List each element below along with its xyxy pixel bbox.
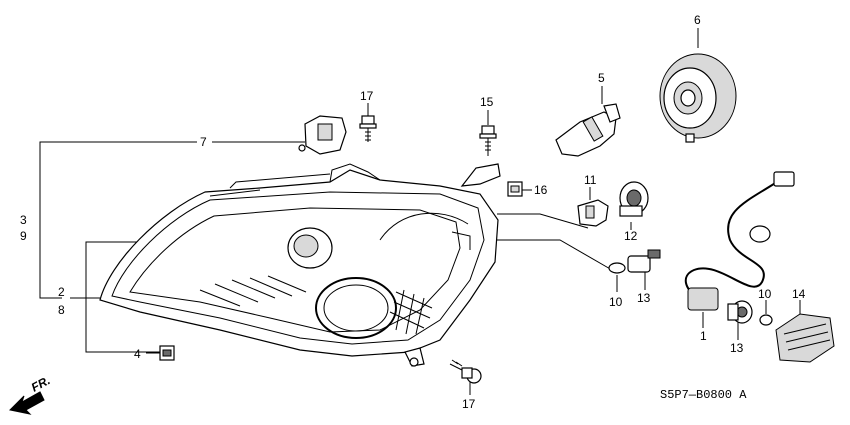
socket-13-lower — [727, 300, 753, 324]
callout-11: 11 — [584, 173, 597, 187]
clip-nut-4 — [159, 345, 175, 361]
callout-5: 5 — [598, 71, 605, 85]
callout-13-lower: 13 — [730, 341, 744, 355]
callout-labels: 1 2 3 4 5 6 7 8 9 10 10 11 12 13 13 14 1… — [20, 13, 806, 411]
callout-9: 9 — [20, 229, 27, 243]
dust-cover — [659, 53, 737, 143]
bolt-15 — [479, 125, 497, 156]
callout-12: 12 — [624, 229, 638, 243]
callout-10-lower: 10 — [609, 295, 623, 309]
callout-10-right: 10 — [758, 287, 772, 301]
callout-16: 16 — [534, 183, 548, 197]
side-marker-lens — [775, 313, 835, 363]
bolt-bottom — [449, 359, 482, 384]
socket-13-middle — [627, 249, 661, 273]
callout-4: 4 — [134, 347, 141, 361]
diagram-code: S5P7—B0800 A — [660, 388, 747, 402]
callout-7: 7 — [200, 135, 207, 149]
callout-1: 1 — [700, 329, 707, 343]
clip-nut-16 — [507, 181, 523, 197]
front-direction-indicator: FR. — [8, 373, 53, 415]
halogen-bulb — [555, 103, 621, 157]
callout-13-middle: 13 — [637, 291, 651, 305]
leader-lines — [39, 28, 801, 395]
callout-17-top: 17 — [360, 89, 374, 103]
front-label: FR. — [29, 373, 53, 394]
callout-15: 15 — [480, 95, 494, 109]
bolt-top — [359, 115, 377, 142]
callout-6: 6 — [694, 13, 701, 27]
headlight-housing — [99, 163, 501, 367]
callout-2: 2 — [58, 285, 65, 299]
callout-17-bottom: 17 — [462, 397, 476, 411]
callout-8: 8 — [58, 303, 65, 317]
small-bulb-10-right — [759, 314, 773, 326]
callout-3: 3 — [20, 213, 27, 227]
leveling-motor — [298, 115, 347, 155]
callout-14: 14 — [792, 287, 806, 301]
socket-12 — [619, 181, 649, 217]
wire-harness — [684, 171, 795, 311]
small-bulb-10 — [608, 262, 626, 274]
wedge-bulb-11 — [577, 199, 609, 227]
front-arrow-icon — [8, 391, 45, 415]
